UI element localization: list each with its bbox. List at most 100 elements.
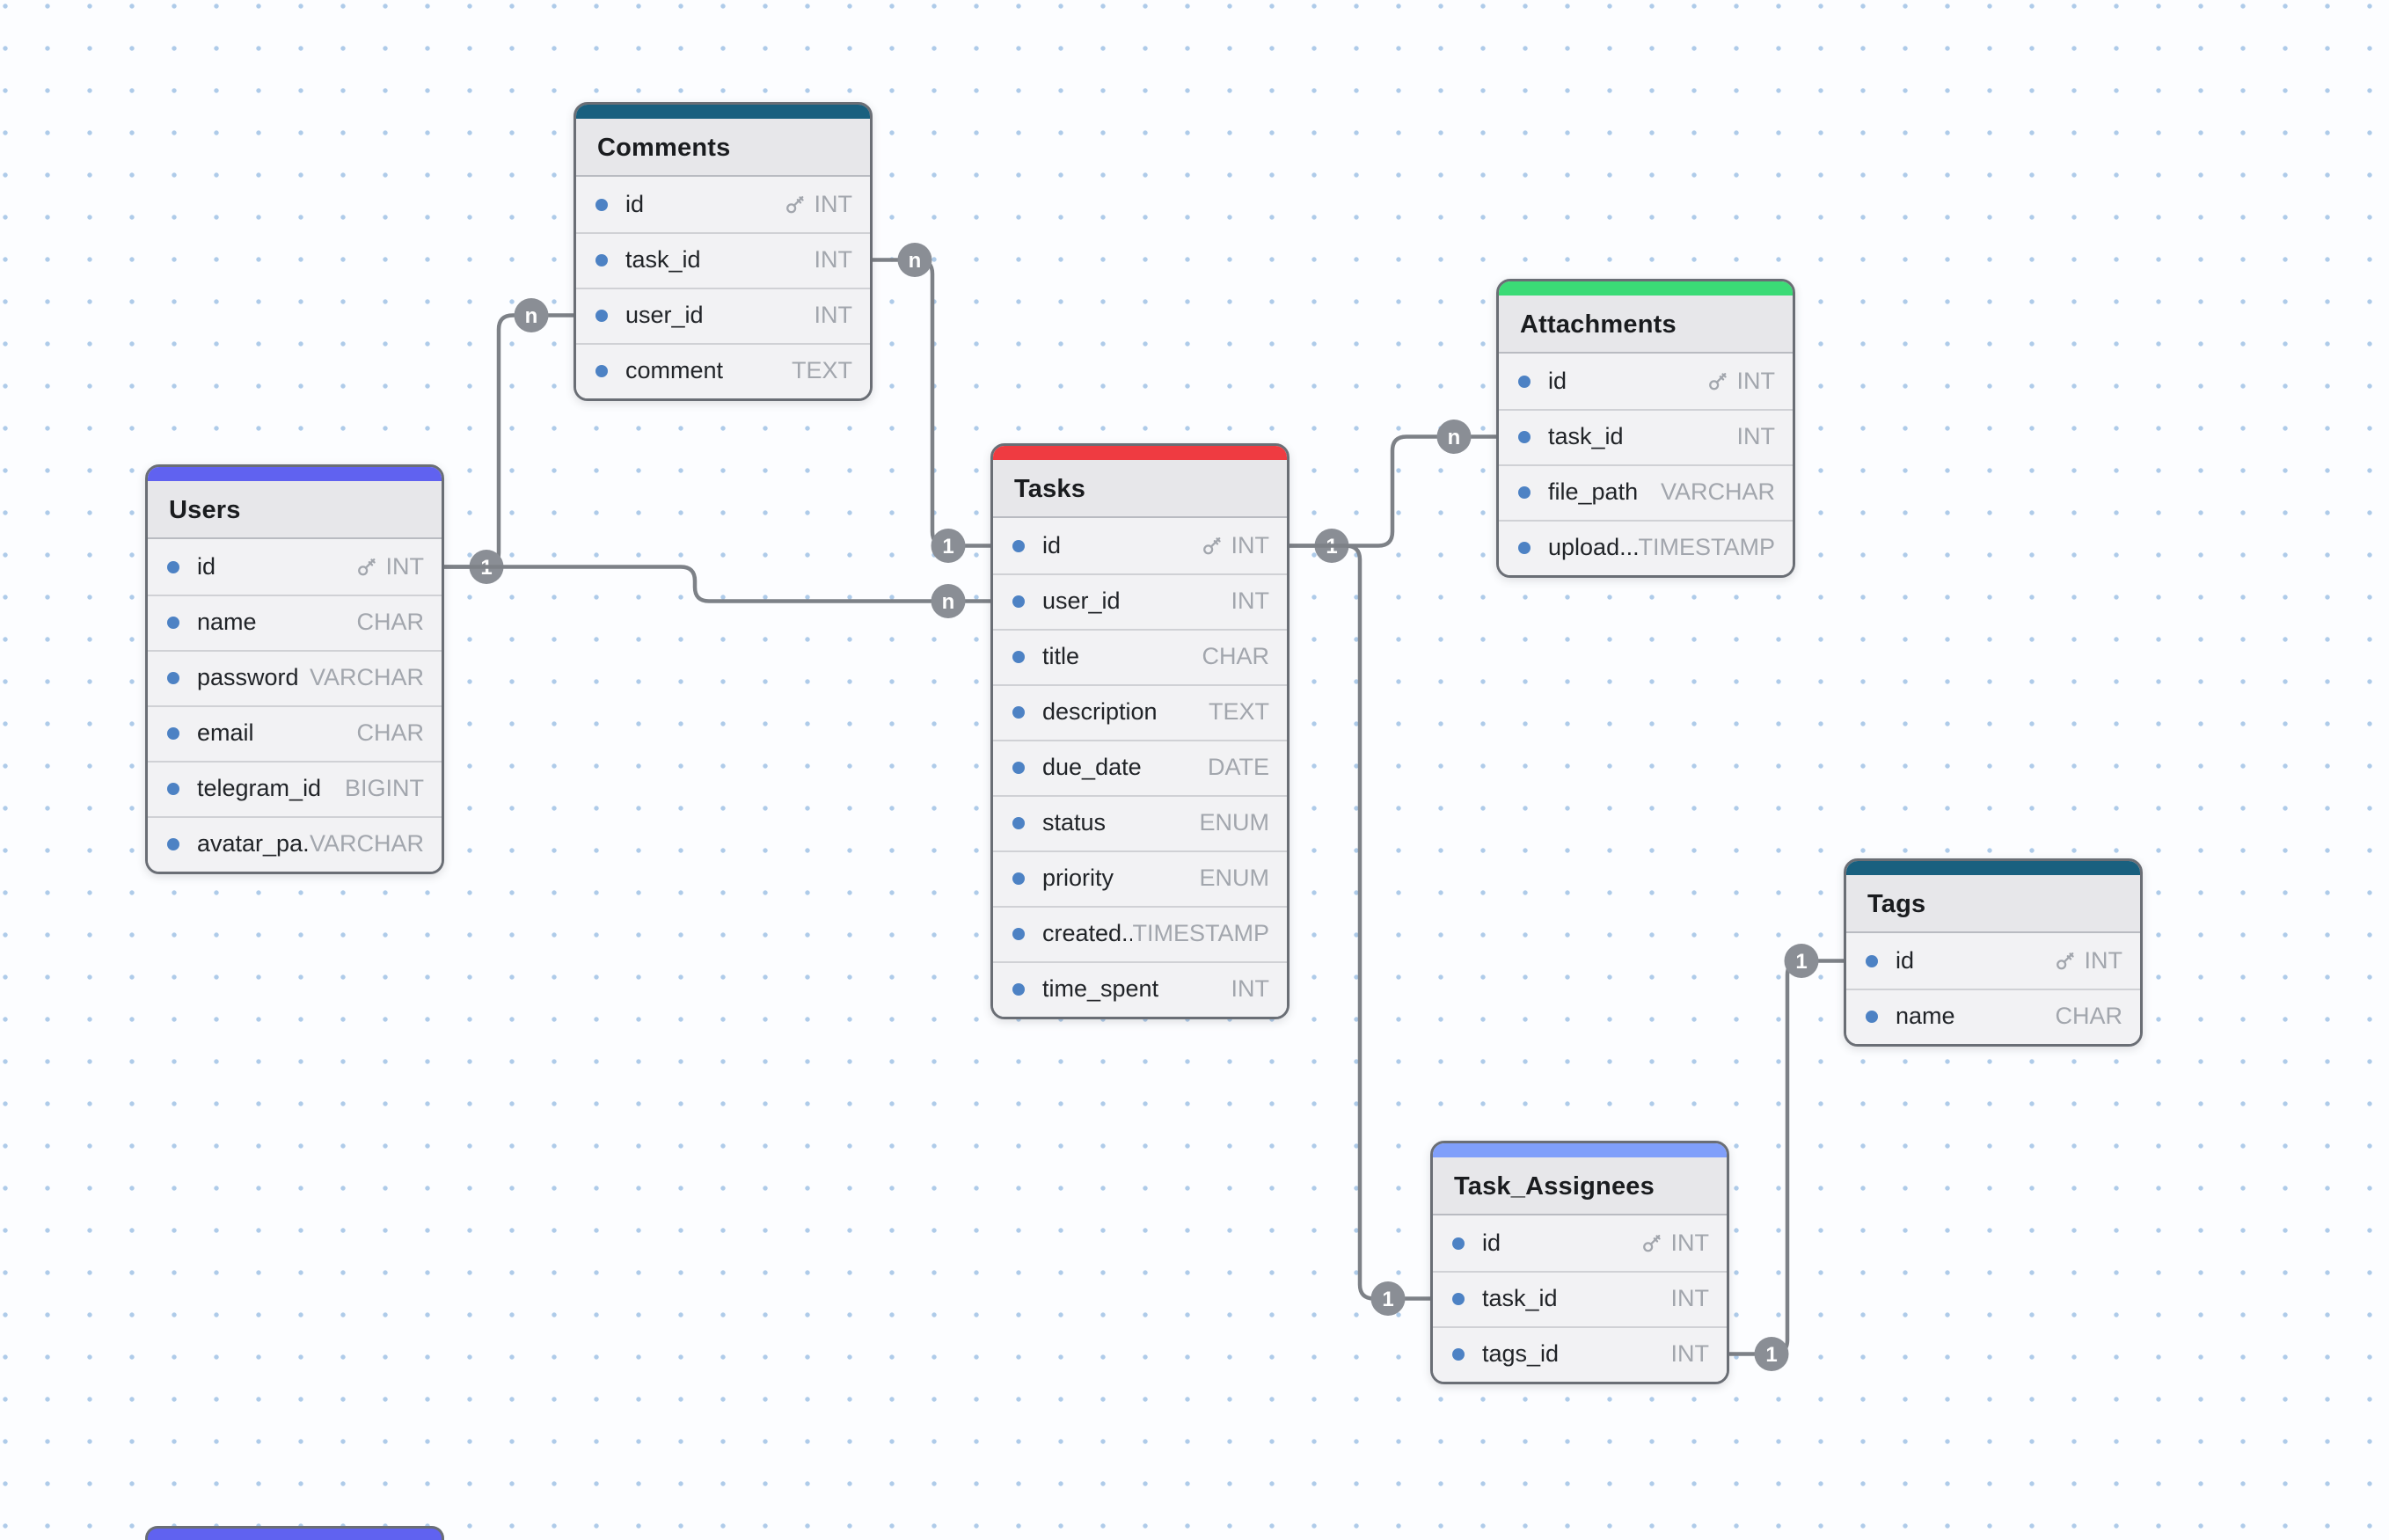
partial-table-top-bar[interactable]: [145, 1526, 444, 1540]
field-type-label: ENUM: [1199, 865, 1270, 891]
table-accent-bar: [993, 446, 1287, 460]
field-type: BIGINT: [345, 775, 424, 802]
field-type-label: INT: [2084, 947, 2123, 974]
primary-key-icon: [785, 195, 804, 213]
cardinality-badge-n: n: [1436, 420, 1472, 454]
field-type-label: INT: [1670, 1285, 1710, 1311]
field-type-label: VARCHAR: [309, 830, 424, 857]
field-name: id: [1482, 1230, 1501, 1256]
cardinality-badge-1: 1: [1784, 944, 1819, 978]
field-dot-icon: [167, 726, 179, 740]
svg-text:n: n: [909, 249, 922, 273]
relationship-edge-tasks-attachments[interactable]: [1289, 434, 1496, 548]
field-row-created[interactable]: created...TIMESTAMP: [993, 906, 1287, 961]
field-name: file_path: [1548, 478, 1639, 505]
field-name: task_id: [625, 246, 701, 273]
field-type: INT: [1671, 1285, 1710, 1312]
field-row-email[interactable]: email CHAR: [148, 705, 442, 761]
field-name: telegram_id: [197, 775, 322, 801]
field-dot-icon: [595, 253, 608, 266]
field-type-label: INT: [1231, 975, 1270, 1002]
field-name: due_date: [1042, 754, 1142, 780]
field-type: CHAR: [356, 609, 424, 636]
field-row-telegram_id[interactable]: telegram_id BIGINT: [148, 761, 442, 816]
field-row-task_id[interactable]: task_id INT: [1433, 1271, 1727, 1326]
cardinality-badge-1: 1: [1754, 1337, 1789, 1371]
field-type-label: INT: [814, 246, 853, 273]
svg-text:n: n: [525, 304, 538, 328]
relationship-edge-users-comments[interactable]: [444, 313, 574, 569]
primary-key-icon: [1708, 372, 1727, 390]
field-name: comment: [625, 357, 724, 383]
field-type-label: INT: [1736, 368, 1776, 394]
table-accent-bar: [148, 467, 442, 481]
field-type: INT: [1231, 975, 1270, 1003]
svg-text:1: 1: [1382, 1288, 1393, 1311]
field-row-task_id[interactable]: task_id INT: [576, 232, 870, 288]
field-type-label: TIMESTAMP: [1132, 920, 1269, 946]
field-name: task_id: [1548, 423, 1624, 449]
field-type-label: INT: [814, 302, 853, 328]
field-name: id: [1042, 532, 1062, 558]
field-type: INT: [815, 302, 853, 329]
relationship-edge-comments-tasks[interactable]: [873, 258, 990, 548]
cardinality-badge-1: 1: [1370, 1281, 1406, 1316]
relationship-edge-task_assignees-tags[interactable]: [1729, 959, 1844, 1356]
primary-key-icon: [1642, 1234, 1661, 1252]
field-row-password[interactable]: password VARCHAR: [148, 650, 442, 705]
field-dot-icon: [1012, 927, 1025, 940]
field-dot-icon: [1012, 872, 1025, 885]
field-type: INT: [1737, 423, 1776, 450]
cardinality-badge-1: 1: [931, 529, 966, 563]
field-row-id[interactable]: id INT: [1846, 933, 2140, 989]
field-dot-icon: [1012, 816, 1025, 829]
field-row-upload[interactable]: upload...TIMESTAMP: [1499, 520, 1793, 575]
field-type: INT: [815, 246, 853, 274]
field-name: email: [197, 719, 254, 746]
field-row-avatar_pa[interactable]: avatar_pa...VARCHAR: [148, 816, 442, 872]
svg-text:1: 1: [942, 535, 953, 558]
field-name: created...: [1042, 920, 1133, 946]
field-type: VARCHAR: [310, 664, 424, 691]
relationship-edge-users-tasks[interactable]: [444, 565, 990, 603]
field-dot-icon: [1452, 1237, 1465, 1250]
field-name: task_id: [1482, 1285, 1558, 1311]
primary-key-icon: [1202, 536, 1221, 554]
field-dot-icon: [1518, 430, 1531, 443]
field-name: id: [1896, 947, 1915, 974]
field-dot-icon: [1518, 541, 1531, 554]
relationship-edge-tasks-task_assignees[interactable]: [1289, 544, 1430, 1301]
field-dot-icon: [167, 837, 179, 850]
field-type-label: CHAR: [356, 719, 424, 746]
svg-text:1: 1: [1795, 950, 1807, 974]
field-name: password: [197, 664, 299, 690]
field-row-task_id[interactable]: task_id INT: [1499, 409, 1793, 464]
field-type: INT: [1706, 368, 1776, 395]
